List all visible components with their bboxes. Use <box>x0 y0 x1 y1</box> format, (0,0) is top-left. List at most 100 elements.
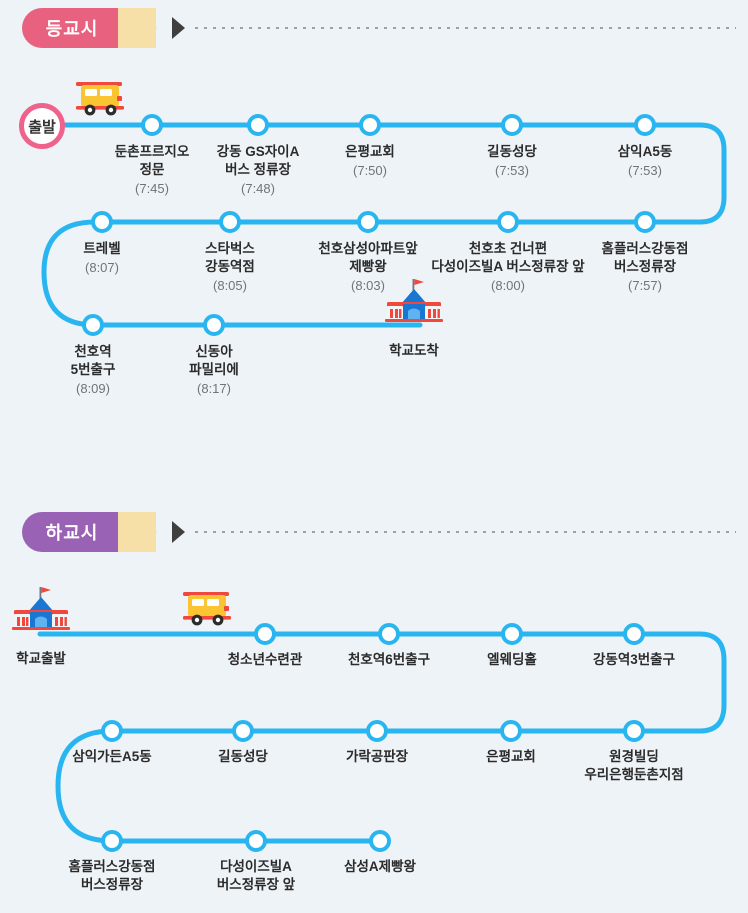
school-arrival-text: 학교도착 <box>389 343 439 358</box>
section-title-morning-body: 등교시 <box>22 8 118 48</box>
pencil-wood-afternoon <box>118 512 157 552</box>
stop-time: (8:00) <box>491 278 525 293</box>
stop-time: (7:57) <box>628 278 662 293</box>
stop-node[interactable] <box>369 830 391 852</box>
stop-node[interactable] <box>203 314 225 336</box>
stop-name-line: 길동성당 <box>487 144 537 159</box>
stop-label: 천호역 5번출구 (8:09) <box>71 343 116 398</box>
stop-name-line: 천호역6번출구 <box>347 652 431 667</box>
stop-node[interactable] <box>501 114 523 136</box>
stop-name-line: 은평교회 <box>486 749 536 764</box>
stop-name-line: 엘웨딩홀 <box>487 652 537 667</box>
pencil-graphic-morning: 등교시 <box>22 8 185 48</box>
section-title-afternoon-body: 하교시 <box>22 512 118 552</box>
stop-name-line: 강동역점 <box>205 259 255 274</box>
stop-name-line: 홈플러스강동점 <box>601 241 689 256</box>
stop-name-line: 천호초 건너편 <box>468 241 548 256</box>
stop-label: 은평교회 (7:50) <box>345 143 395 180</box>
stop-node[interactable] <box>634 114 656 136</box>
stop-node[interactable] <box>247 114 269 136</box>
section-title-morning: 등교시 <box>45 19 99 39</box>
stop-label: 스타벅스 강동역점 (8:05) <box>205 240 255 295</box>
stop-label: 가락공판장 <box>346 748 408 766</box>
stop-label: 삼익가든A5동 <box>72 748 151 766</box>
school-departure-text: 학교출발 <box>16 651 66 666</box>
stop-node[interactable] <box>623 623 645 645</box>
stop-name-line: 우리은행둔촌지점 <box>584 767 684 782</box>
start-node-morning[interactable]: 출발 <box>19 103 65 149</box>
stop-label: 청소년수련관 <box>228 651 303 669</box>
stop-node[interactable] <box>254 623 276 645</box>
stop-label: 홈플러스강동점 버스정류장 <box>69 858 156 894</box>
stop-node[interactable] <box>378 623 400 645</box>
stop-node[interactable] <box>359 114 381 136</box>
stop-name-line: 신동아 <box>195 344 233 359</box>
stop-node[interactable] <box>634 211 656 233</box>
header-dotted-line-afternoon <box>195 531 736 533</box>
stop-label: 길동성당 (7:53) <box>487 143 537 180</box>
stop-label: 홈플러스강동점 버스정류장 (7:57) <box>602 240 689 295</box>
stop-label: 삼성A제빵왕 <box>344 858 416 876</box>
stop-time: (7:53) <box>495 163 529 178</box>
stop-name-line: 길동성당 <box>218 749 268 764</box>
stop-name-line: 트레벨 <box>83 241 121 256</box>
stop-node[interactable] <box>91 211 113 233</box>
stop-label: 천호역6번출구 <box>348 651 430 669</box>
stop-label: 강동역3번출구 <box>593 651 675 669</box>
stop-node[interactable] <box>232 720 254 742</box>
stop-label: 신동아 파밀리에 (8:17) <box>189 343 239 398</box>
start-node-label-morning: 출발 <box>28 118 56 136</box>
stop-node[interactable] <box>82 314 104 336</box>
stop-label: 천호초 건너편 다성이즈빌A 버스정류장 앞 (8:00) <box>431 240 584 295</box>
stop-label: 길동성당 <box>218 748 268 766</box>
stop-name-line: 청소년수련관 <box>227 652 303 667</box>
stop-node[interactable] <box>357 211 379 233</box>
stop-node[interactable] <box>623 720 645 742</box>
section-title-afternoon: 하교시 <box>45 523 99 543</box>
stop-name-line: 강동 GS자이A <box>216 144 300 159</box>
stop-name-line: 버스정류장 <box>613 259 677 274</box>
stop-node[interactable] <box>497 211 519 233</box>
stop-label: 삼익A5동 (7:53) <box>618 143 673 180</box>
stop-node[interactable] <box>500 720 522 742</box>
stop-node[interactable] <box>219 211 241 233</box>
stop-name-line: 삼성A제빵왕 <box>344 859 416 874</box>
school-bus-icon-afternoon <box>178 586 236 636</box>
pencil-tip-afternoon <box>172 521 185 543</box>
stop-name-line: 원경빌딩 <box>609 749 659 764</box>
stop-time: (8:09) <box>76 381 110 396</box>
stop-label: 둔촌프르지오 정문 (7:45) <box>115 143 190 198</box>
stop-node[interactable] <box>101 720 123 742</box>
pencil-wood-morning <box>118 8 157 48</box>
stop-name-line: 강동역3번출구 <box>592 652 676 667</box>
stop-name-line: 삼익가든A5동 <box>72 749 152 764</box>
stop-node[interactable] <box>101 830 123 852</box>
school-icon-departure <box>8 585 74 646</box>
stop-name-line: 천호역 <box>74 344 112 359</box>
stop-node[interactable] <box>245 830 267 852</box>
section-header-afternoon: 하교시 <box>22 512 736 552</box>
stop-name-line: 버스정류장 앞 <box>216 877 296 892</box>
stop-time: (7:48) <box>241 181 275 196</box>
stop-name-line: 삼익A5동 <box>617 144 673 159</box>
stop-label: 엘웨딩홀 <box>487 651 537 669</box>
stop-time: (8:05) <box>213 278 247 293</box>
stop-node[interactable] <box>141 114 163 136</box>
stop-time: (8:17) <box>197 381 231 396</box>
stop-name-line: 버스 정류장 <box>225 162 291 177</box>
stop-node[interactable] <box>366 720 388 742</box>
stop-name-line: 은평교회 <box>345 144 395 159</box>
pencil-graphic-afternoon: 하교시 <box>22 512 185 552</box>
section-header-morning: 등교시 <box>22 8 736 48</box>
stop-name-line: 스타벅스 <box>205 241 255 256</box>
stop-label: 강동 GS자이A 버스 정류장 (7:48) <box>217 143 300 198</box>
stop-node[interactable] <box>501 623 523 645</box>
stop-name-line: 가락공판장 <box>345 749 409 764</box>
stop-name-line: 파밀리에 <box>189 362 239 377</box>
pencil-tip-morning <box>172 17 185 39</box>
stop-name-line: 5번출구 <box>70 362 116 377</box>
stop-name-line: 정문 <box>139 162 165 177</box>
stop-label: 다성이즈빌A 버스정류장 앞 <box>217 858 295 894</box>
header-dotted-line-morning <box>195 27 736 29</box>
